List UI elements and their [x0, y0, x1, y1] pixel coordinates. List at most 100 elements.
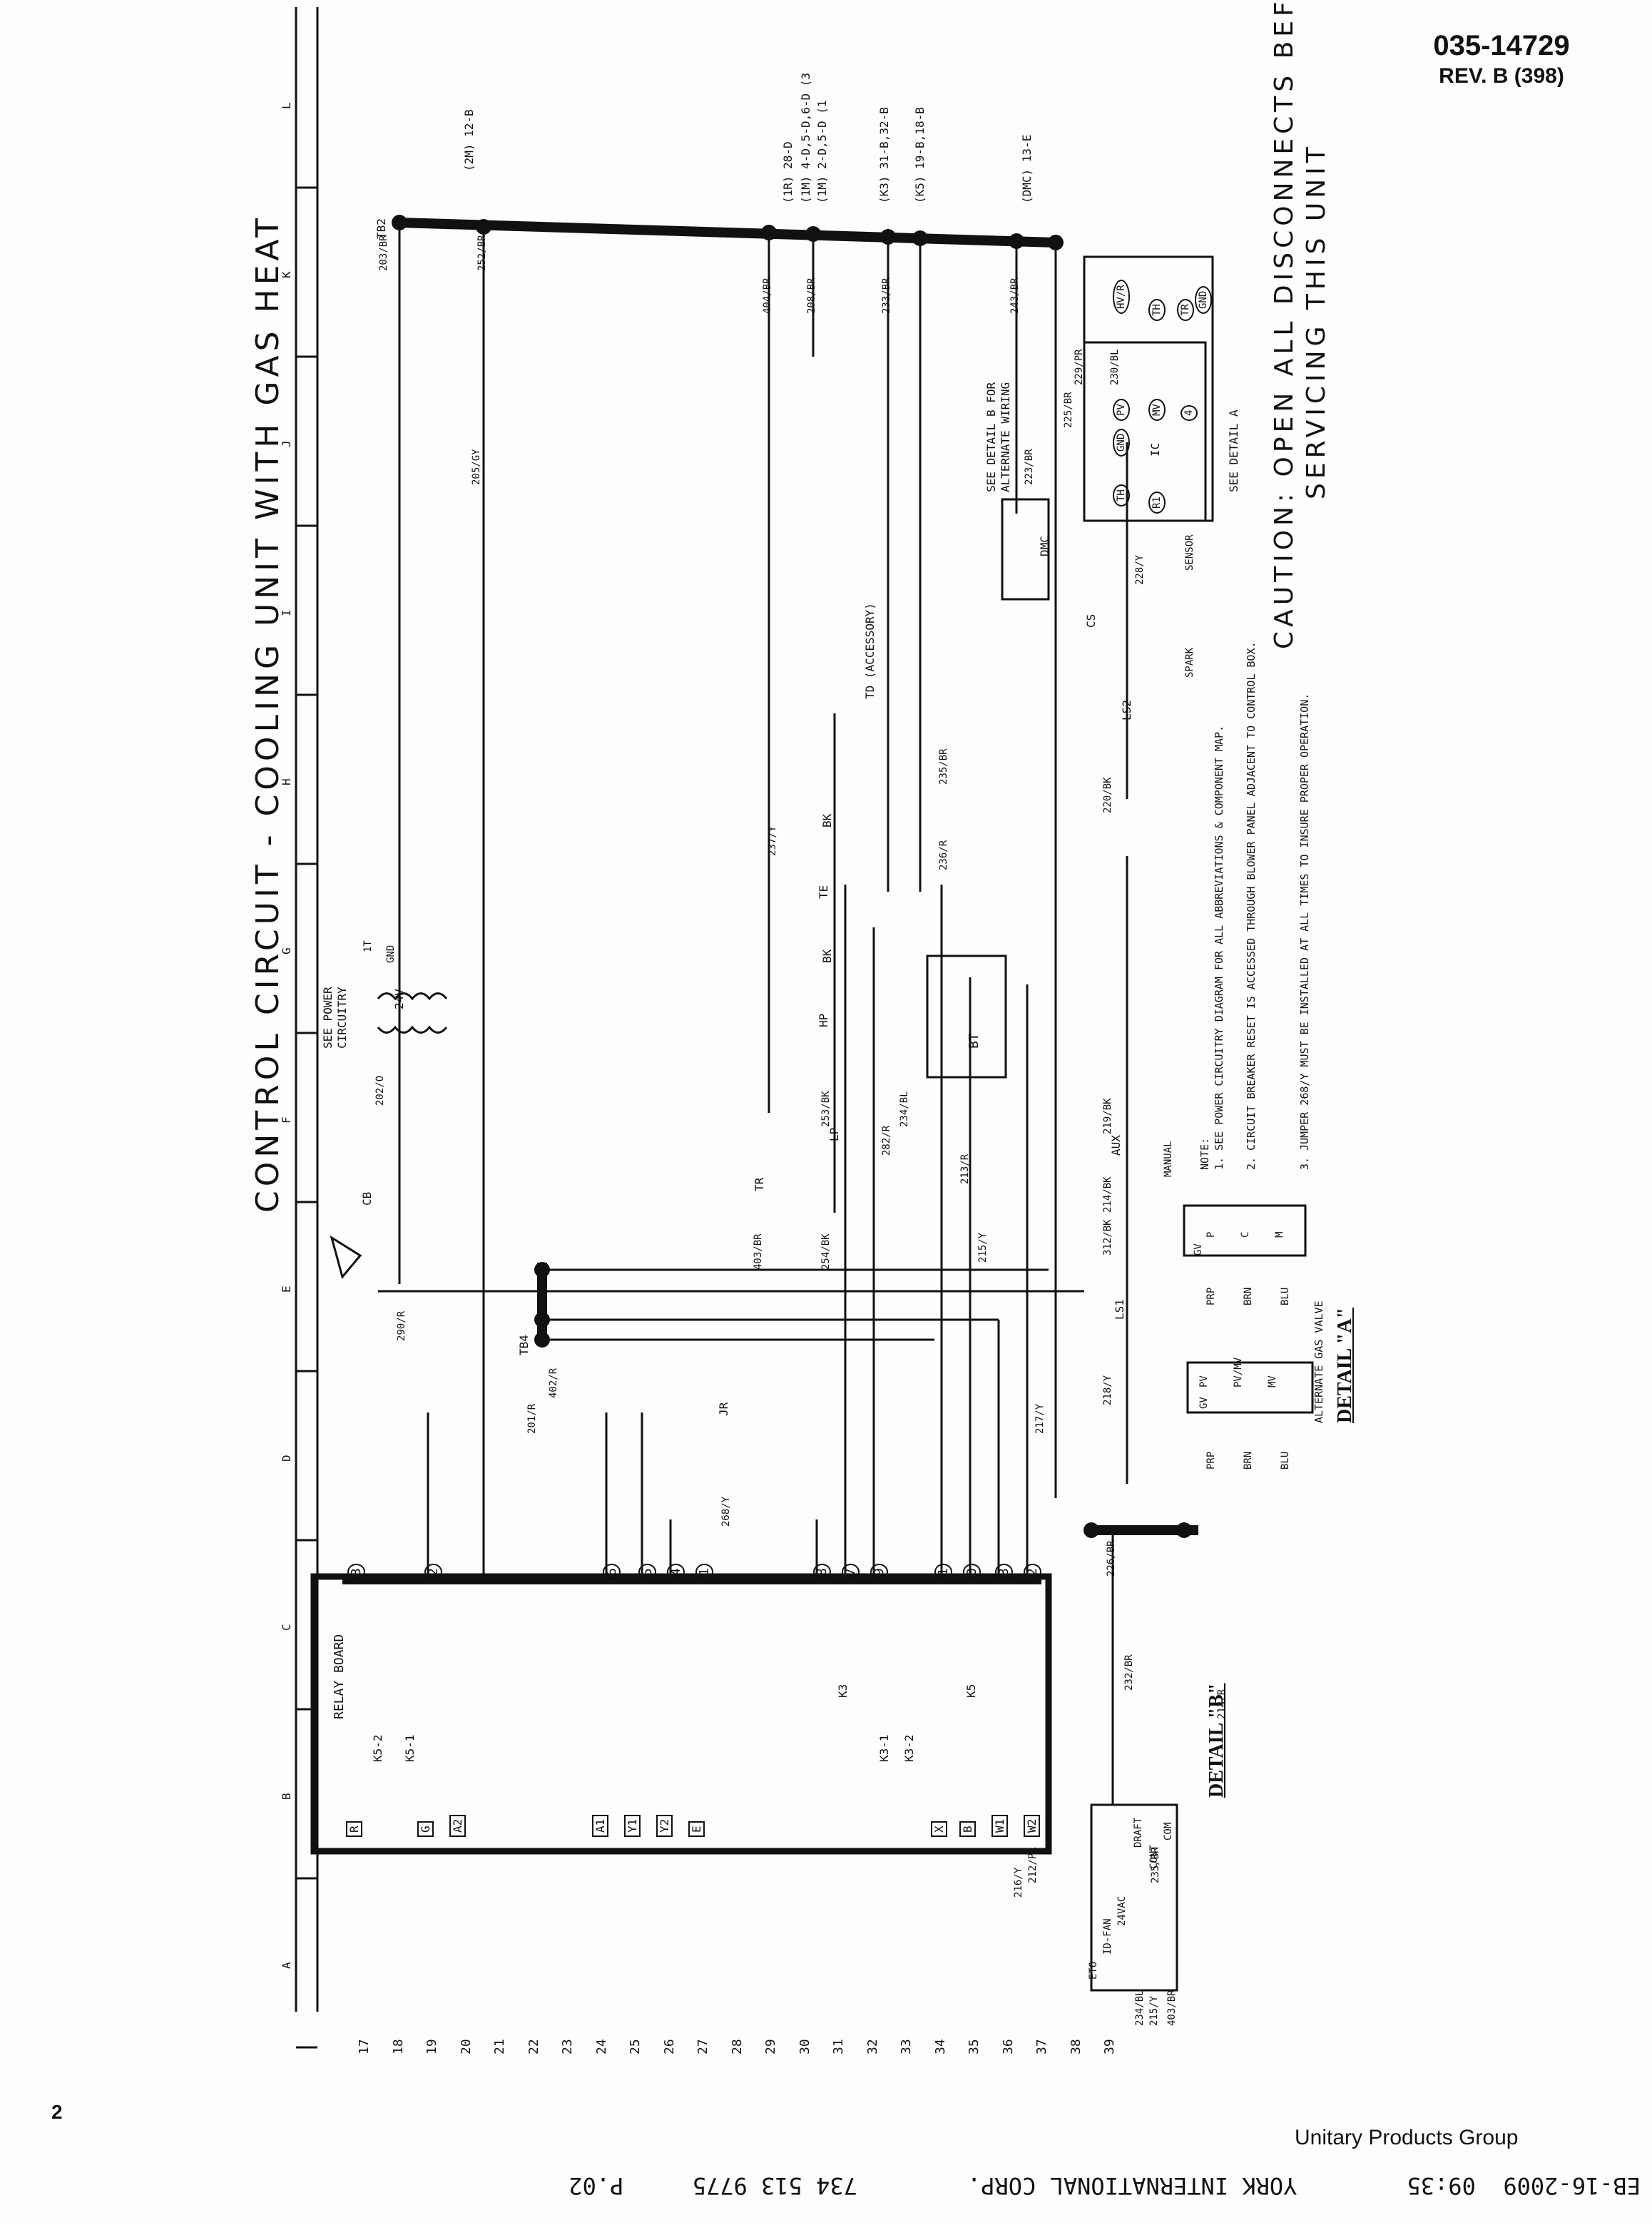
detail-a-title: DETAIL "A": [1334, 1307, 1356, 1423]
wire-label: 403/BR: [753, 1233, 764, 1270]
p6-pin: 3: [347, 1564, 365, 1580]
company-group: Unitary Products Group: [1295, 2126, 1519, 2149]
td-accessory-label: TD (ACCESSORY): [863, 603, 877, 699]
p6-pin: 3: [995, 1564, 1013, 1580]
zone-letter: L: [280, 102, 293, 109]
wire-label: 218/Y: [1102, 1375, 1113, 1405]
wire-label: 402/R: [548, 1368, 559, 1398]
wire-label: 290/R: [396, 1310, 407, 1341]
ref-k3: (K3) 31-B,32-B: [877, 107, 891, 203]
detail-b-box: [1090, 1803, 1178, 1992]
warning-triangle-icon: [330, 1235, 362, 1280]
zone-letter: J: [280, 440, 293, 447]
ls2-label: LS2: [1120, 700, 1133, 721]
line-number: 35: [967, 2039, 981, 2055]
bt-label: BT: [967, 1033, 981, 1049]
p6-pin: 2: [1024, 1564, 1041, 1580]
draft-label: DRAFT: [1133, 1817, 1144, 1848]
detail-a-subtitle: ALTERNATE GAS VALVE: [1312, 1300, 1325, 1423]
zone-letter: I: [280, 609, 293, 616]
p6-pin: 5: [638, 1564, 656, 1580]
te-label: TE: [817, 885, 830, 899]
terminal-dot: [392, 215, 407, 230]
wire-color-label: BLU: [1280, 1451, 1291, 1470]
gas-valve-terminal: P: [1205, 1231, 1217, 1238]
line-number: 32: [865, 2039, 880, 2055]
wire-label: 236/R: [938, 840, 949, 870]
wire-label: 229/PR: [1074, 349, 1085, 385]
line-number: 34: [932, 2039, 948, 2055]
gas-valve-box-1: [1183, 1204, 1307, 1257]
zone-letter: H: [280, 778, 293, 785]
line-number: 24: [593, 2039, 609, 2055]
board-terminal: A2: [449, 1814, 466, 1837]
wire-label: 312/BK: [1102, 1219, 1113, 1256]
bk-label-1: BK: [820, 949, 834, 963]
zone-letter: D: [280, 1455, 293, 1462]
line-number: 20: [458, 2039, 474, 2055]
wire-label: 268/Y: [720, 1496, 732, 1527]
board-terminal: A1: [592, 1814, 608, 1837]
relay-label: K5-1: [403, 1734, 417, 1762]
spark-label: SPARK: [1184, 647, 1195, 678]
terminal-dot: [1176, 1522, 1192, 1538]
ic-terminal: PV: [1113, 399, 1130, 421]
ic-terminal: TH: [1148, 299, 1166, 321]
com-label: COM: [1163, 1822, 1174, 1840]
wire-label: 214/BK: [1102, 1176, 1113, 1213]
zone-letter: G: [280, 947, 293, 954]
terminal-dot: [534, 1262, 550, 1278]
wire-label: 215/Y: [1148, 1995, 1160, 2026]
wire-label: 226/BR: [1106, 1540, 1117, 1577]
ic-terminal: TR: [1177, 299, 1194, 321]
line-number: 37: [1034, 2039, 1049, 2055]
note-1: 1. SEE POWER CIRCUITRY DIAGRAM FOR ALL A…: [1213, 725, 1225, 1170]
ls1-label: LS1: [1113, 1299, 1126, 1320]
line-number: 33: [899, 2039, 914, 2055]
aux-label: AUX: [1109, 1135, 1123, 1156]
gas-valve-terminal: PV: [1198, 1375, 1210, 1388]
line-number: 22: [526, 2039, 541, 2055]
wire-label: 203/BR: [378, 235, 389, 271]
ic-terminal: 4: [1181, 404, 1198, 421]
wire-label: 205/GY: [471, 449, 482, 485]
bk-label-2: BK: [820, 813, 834, 828]
wire-label: 243/BR: [1009, 278, 1021, 314]
wire-color-label: PRP: [1205, 1287, 1217, 1305]
page-number: 2: [51, 2101, 63, 2123]
wire-label: 253/BK: [820, 1091, 832, 1127]
wire-label: 282/R: [881, 1125, 892, 1156]
relay-label: K3-2: [902, 1734, 916, 1762]
board-terminal: E: [688, 1821, 705, 1837]
board-terminal: B: [959, 1821, 976, 1837]
terminal-dot: [476, 219, 491, 235]
note-3: 3. JUMPER 268/Y MUST BE INSTALLED AT ALL…: [1298, 693, 1311, 1170]
board-terminal: W1: [991, 1814, 1008, 1837]
line-number: 23: [560, 2039, 575, 2055]
board-terminal: W2: [1024, 1814, 1040, 1837]
vac24-label: 24VAC: [1116, 1895, 1128, 1926]
wire-label: 404/BR: [762, 278, 773, 314]
see-power-2: CIRCUITRY: [335, 987, 349, 1049]
gas-valve-terminal: PV/MV: [1233, 1357, 1244, 1388]
wire-label: 232/BR: [1123, 1654, 1135, 1691]
wire-label: 217/Y: [1034, 1403, 1046, 1434]
bt-box: [926, 954, 1007, 1079]
lp-label: LP: [827, 1127, 841, 1141]
gv-label: GV: [1193, 1243, 1204, 1256]
dmc-box: [1001, 498, 1050, 601]
gas-valve-terminal: C: [1240, 1231, 1251, 1238]
caution-line-1: CAUTION: OPEN ALL DISCONNECTS BEFORE: [1270, 0, 1299, 649]
zone-letter: B: [280, 1793, 293, 1800]
document-number: 035-14729: [1433, 30, 1570, 61]
zone-letter: F: [280, 1116, 293, 1124]
terminal-dot: [880, 229, 896, 245]
p6-pin: 1: [695, 1564, 713, 1580]
document-revision: REV. B (398): [1439, 64, 1564, 88]
dmc-label: DMC: [1038, 536, 1051, 556]
board-terminal: Y2: [656, 1814, 673, 1837]
terminal-dot: [805, 226, 821, 242]
ic-box-outline: [1083, 255, 1214, 522]
wire-color-label: BLU: [1280, 1287, 1291, 1305]
wire-label: 403/BR: [1166, 1990, 1178, 2026]
